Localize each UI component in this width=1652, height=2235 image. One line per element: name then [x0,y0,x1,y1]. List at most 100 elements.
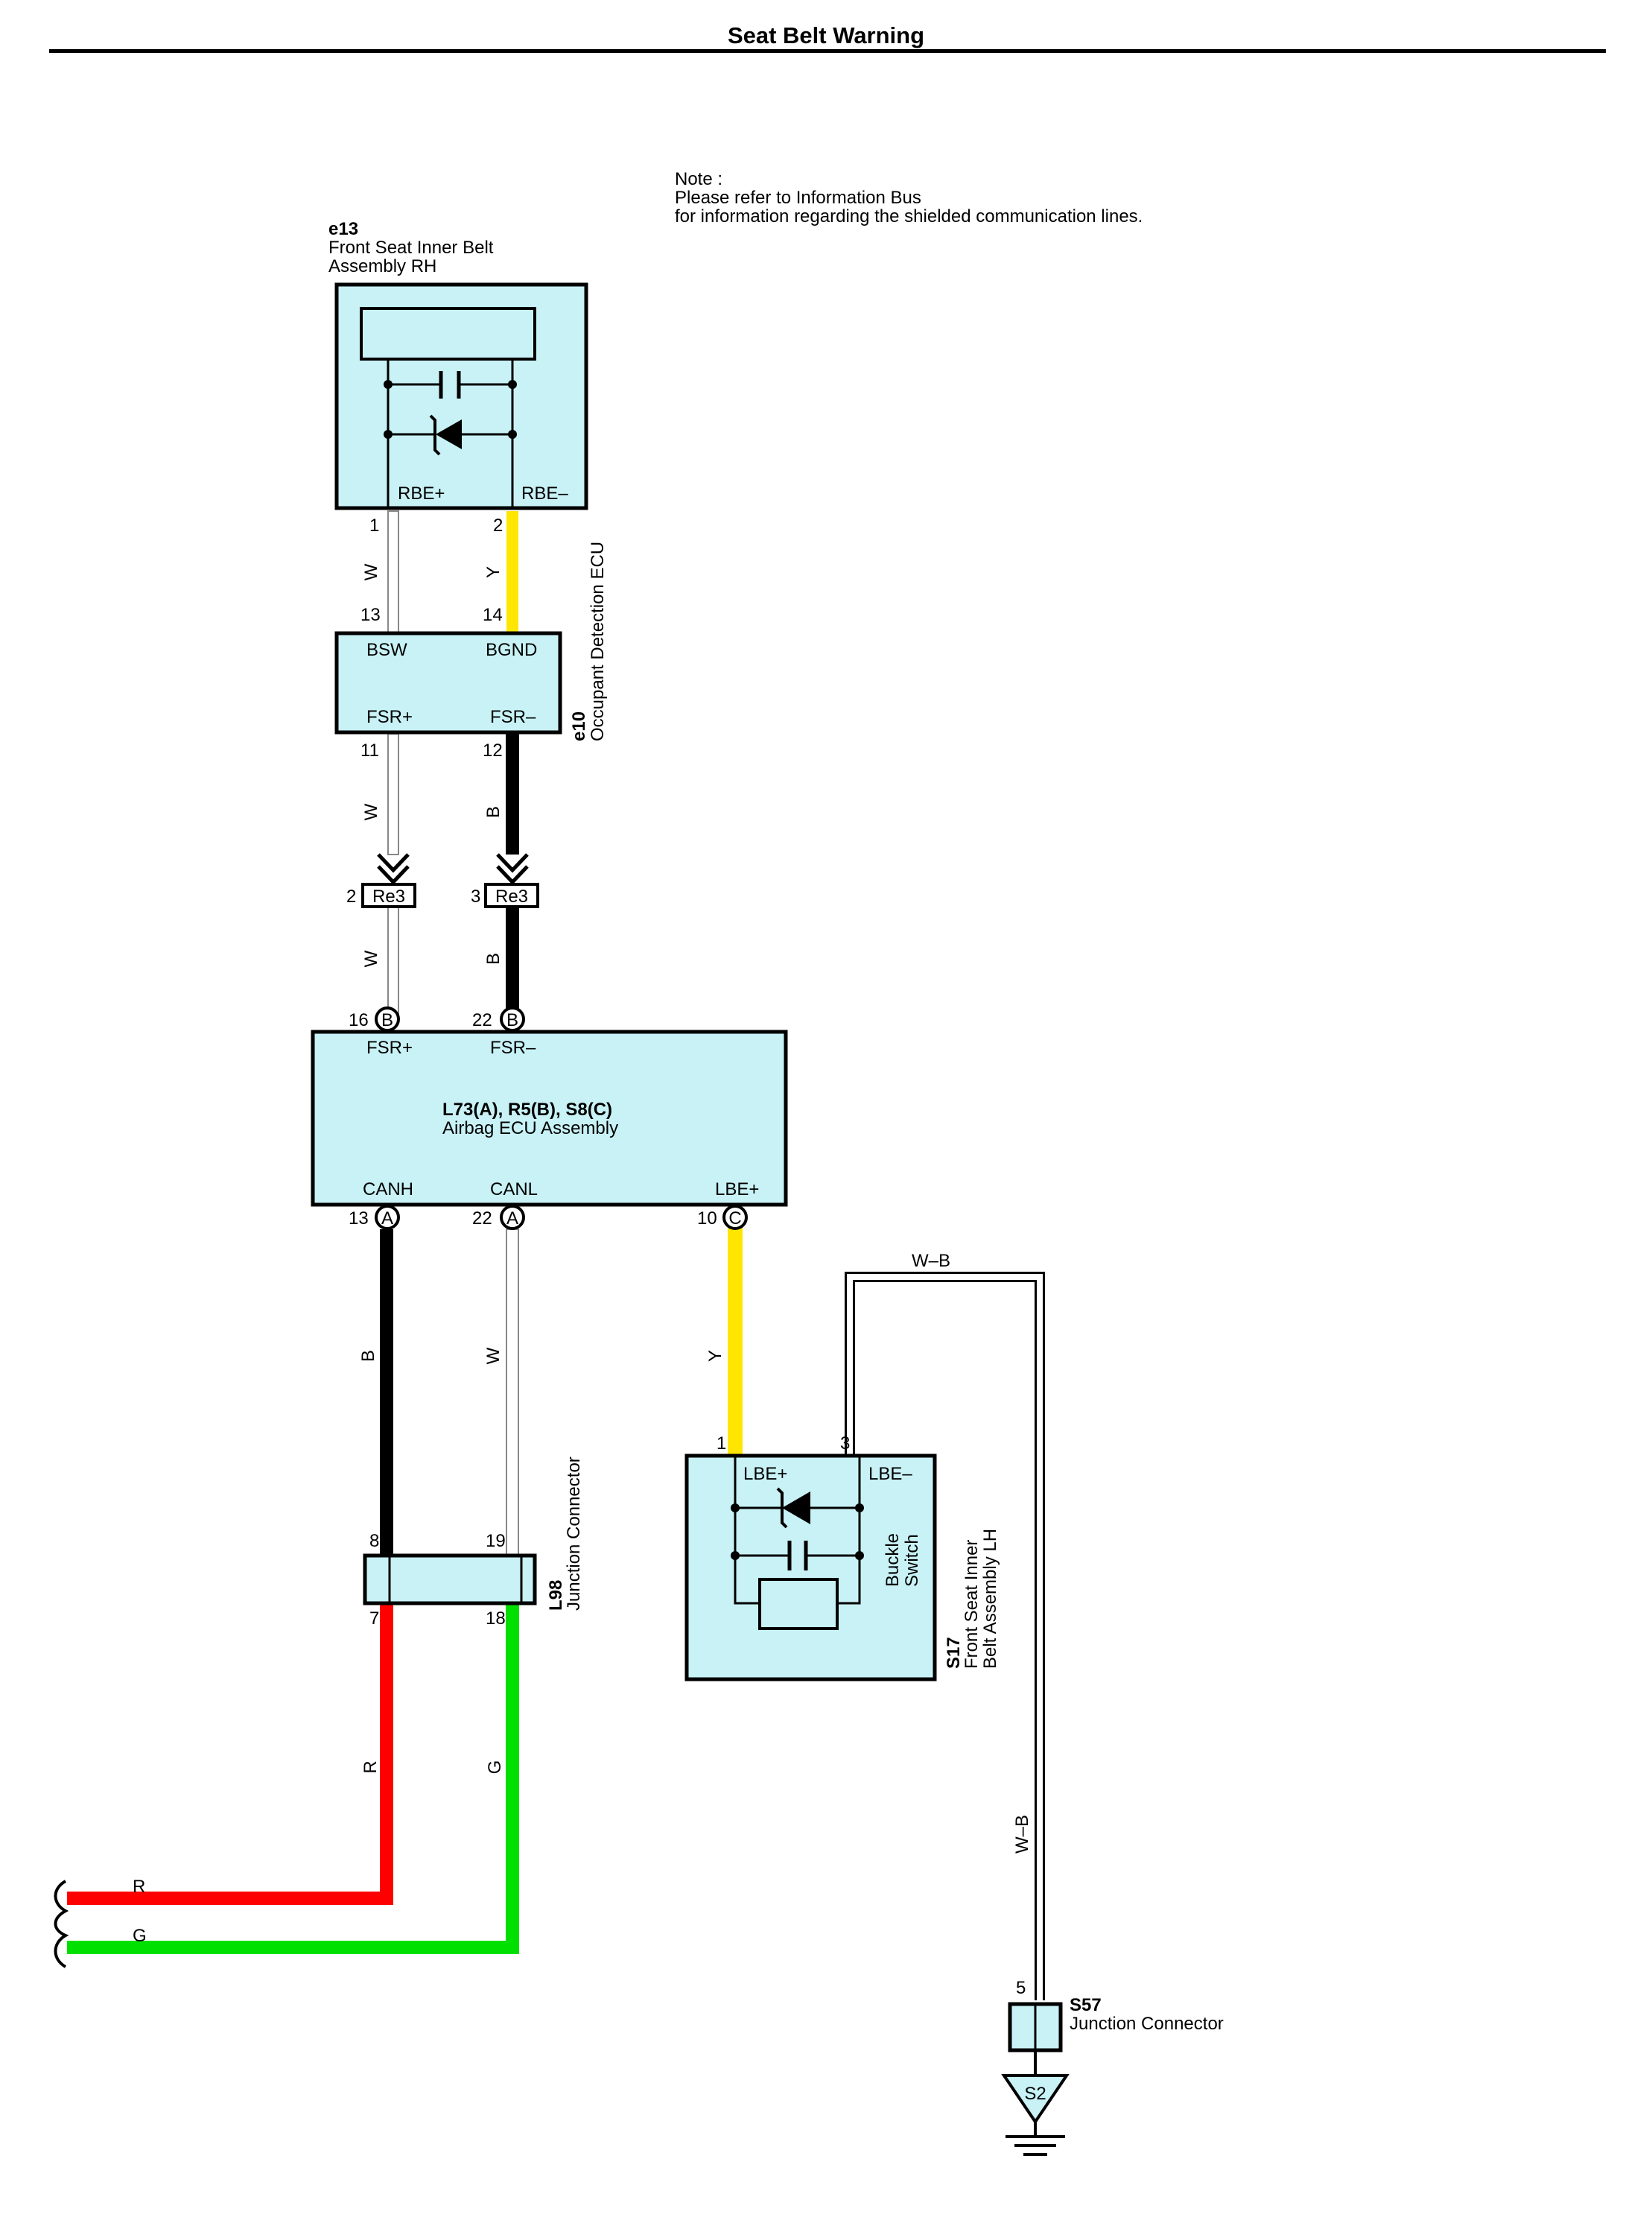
ground-label: S2 [1024,2084,1046,2104]
connector-re3[interactable]: Re3 Re3 2 3 [346,853,539,908]
wire-white-e10-re3[interactable] [387,733,399,855]
re3-arrow-icon [496,853,529,885]
s17-node [731,1503,740,1512]
s17-pin-3: 3 [840,1433,850,1453]
s17-code: S17 [944,1637,964,1669]
e13-pin-label-rbe-plus: RBE+ [398,484,445,504]
s17-node [855,1551,864,1560]
wire-label-w: W [483,1347,503,1364]
s17-node [855,1503,864,1512]
e10-box [334,631,562,735]
l98-pin-19: 19 [486,1531,506,1551]
component-airbag-ecu[interactable]: 16 B 22 B FSR+ FSR– L73(A), R5(B), S8(C)… [311,1006,788,1230]
e10-pin-12: 12 [483,741,503,761]
s17-pin-1: 1 [717,1433,726,1453]
note-line-3: for information regarding the shielded c… [675,206,1143,226]
airbag-pin-13: 13 [349,1208,369,1229]
e13-name-line-2: Assembly RH [328,256,436,276]
e10-pin-13: 13 [360,605,381,625]
airbag-connector-b-label: B [381,1010,393,1030]
s57-pin-5: 5 [1016,1978,1026,1998]
s17-zener-diode-icon [782,1491,810,1524]
e10-label-bsw: BSW [366,640,407,660]
l98-pin-8: 8 [369,1531,379,1551]
wire-label-w: W [361,563,381,580]
e10-label-bgnd: BGND [486,640,537,660]
s17-name-line-2: Belt Assembly LH [980,1529,1000,1669]
re3-box-right [484,883,539,908]
wire-black-canh[interactable] [380,1229,393,1557]
airbag-connector-a-label: A [381,1208,393,1229]
e13-node [508,380,517,389]
e13-pin-2: 2 [493,516,503,536]
e13-zener-bar [429,414,441,456]
wire-label-y: Y [705,1350,725,1362]
airbag-connector-b-label: B [506,1010,518,1030]
s17-label-lbe-minus: LBE– [868,1464,912,1484]
airbag-code: L73(A), R5(B), S8(C) [442,1100,612,1120]
note-line-1: Note : [675,169,722,189]
l98-box [363,1553,537,1605]
airbag-connector-a-icon [500,1205,525,1230]
component-s17[interactable]: 1 3 LBE+ LBE– Buckle Switch S17 Front Se… [684,1433,1000,1681]
re3-pin-3: 3 [471,887,480,907]
e13-code: e13 [328,219,358,239]
airbag-pin-22a: 22 [472,1208,492,1229]
e13-node [384,380,393,389]
wire-black-re3-airbag[interactable] [506,907,519,1019]
airbag-connector-c-label: C [728,1208,741,1229]
wire-label-b: B [483,953,503,965]
airbag-connector-c-icon [722,1205,748,1230]
l98-pin-7: 7 [369,1608,379,1629]
wires [67,510,1045,2000]
wire-label-r-harness: R [133,1877,145,1897]
wire-yellow-e13-e10[interactable] [506,511,518,633]
component-l98[interactable]: 8 19 7 18 L98 Junction Connector [363,1456,584,1629]
wire-white-canl[interactable] [506,1229,519,1558]
re3-pin-2: 2 [346,887,356,907]
component-e13[interactable]: e13 Front Seat Inner Belt Assembly RH RB… [328,219,588,536]
airbag-connector-a-icon [375,1205,400,1230]
airbag-label-fsr-minus: FSR– [490,1038,536,1058]
component-s57[interactable]: 5 S57 Junction Connector [1008,1978,1224,2052]
l98-name: Junction Connector [564,1456,584,1611]
wire-yellow-lbe[interactable] [728,1228,743,1456]
wire-label-b: B [483,806,503,818]
ground-s2[interactable]: S2 [1001,2050,1070,2156]
e13-name-line-1: Front Seat Inner Belt [328,238,494,258]
s57-name: Junction Connector [1070,2014,1224,2034]
harness-break-icon [54,1880,69,1968]
wire-green-g[interactable] [67,1603,519,1954]
s17-label-lbe-plus: LBE+ [743,1464,787,1484]
wire-label-wb: W–B [1012,1815,1032,1854]
airbag-label-lbe-plus: LBE+ [715,1179,759,1199]
s17-box [684,1453,937,1681]
s17-buckle-line-1: Buckle [883,1533,903,1587]
title-rule [49,49,1606,53]
re3-label-right: Re3 [495,887,528,907]
s17-node [731,1551,740,1560]
wire-label-w: W [361,803,381,820]
airbag-pin-16: 16 [349,1010,369,1030]
airbag-pin-10: 10 [697,1208,717,1229]
wire-label-g: G [485,1760,505,1775]
wire-wb-s17-s57-core [847,1274,1043,2000]
wire-white-re3-airbag[interactable] [387,907,399,1020]
wire-label-r: R [360,1760,381,1773]
component-e10[interactable]: 13 14 BSW BGND FSR+ FSR– 11 12 e10 Occup… [334,542,608,761]
wire-red-r[interactable] [67,1603,393,1905]
wire-white-e13-e10[interactable] [387,510,399,634]
re3-arrow-icon [377,853,410,885]
airbag-name: Airbag ECU Assembly [442,1118,618,1138]
e10-label-fsr-plus: FSR+ [366,707,413,727]
wire-black-e10-re3[interactable] [506,734,519,855]
airbag-connector-a-label: A [506,1208,518,1229]
e13-node [384,430,393,439]
e13-zener-diode-icon [436,419,462,449]
wire-label-w: W [361,950,381,967]
e13-node [508,430,517,439]
s17-name-line-1: Front Seat Inner [962,1540,982,1669]
s57-code: S57 [1070,1995,1102,2015]
l98-code: L98 [546,1580,566,1611]
